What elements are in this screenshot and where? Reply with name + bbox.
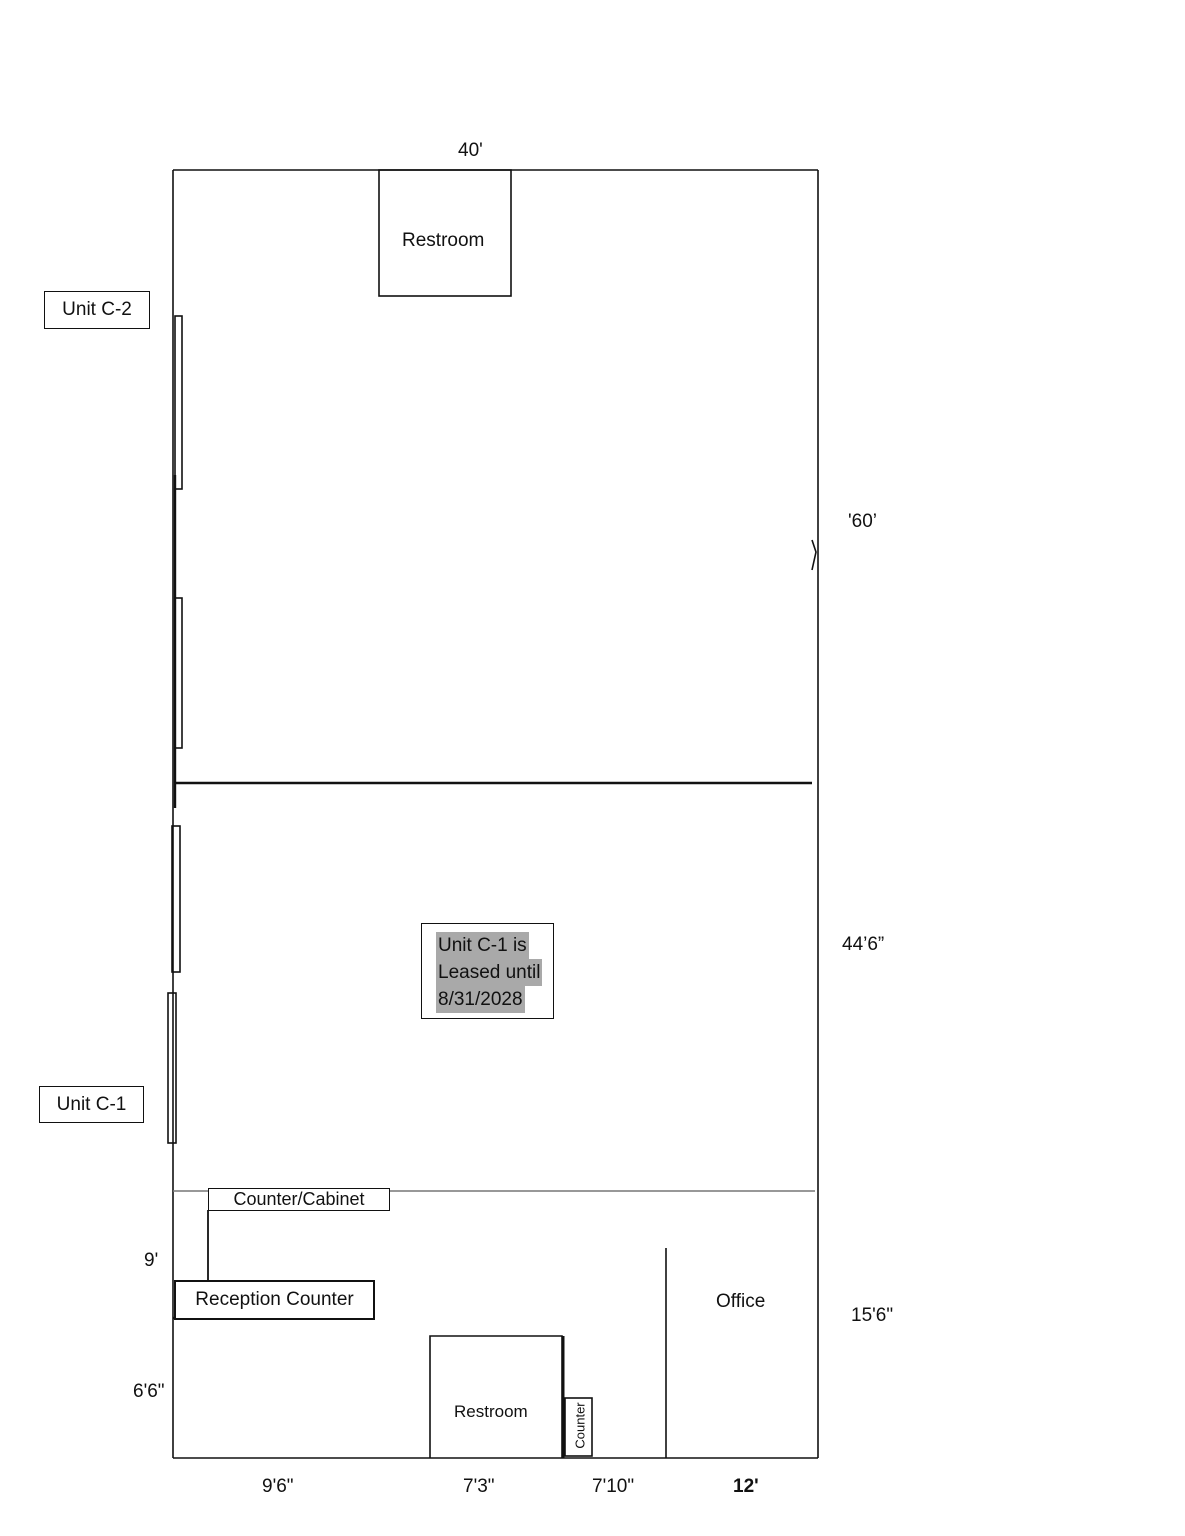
dimension-lower-height: 15'6" bbox=[851, 1305, 894, 1326]
unit-c1-text: Unit C-1 bbox=[56, 1093, 127, 1115]
counter-cabinet: Counter/Cabinet bbox=[208, 1188, 390, 1211]
dimension-bottom-1: 9'6" bbox=[262, 1476, 294, 1497]
lease-note-line-2: Leased until bbox=[436, 959, 543, 986]
dimension-middle-height: 44’6” bbox=[842, 934, 885, 955]
counter-label: Counter bbox=[572, 1402, 588, 1449]
unit-c1-label: Unit C-1 bbox=[39, 1086, 144, 1123]
right-wall-door-mark bbox=[811, 539, 817, 571]
lease-note: Unit C-1 is Leased until 8/31/2028 bbox=[421, 923, 554, 1019]
dimension-upper-height: '60’ bbox=[848, 511, 877, 532]
window-3 bbox=[171, 825, 181, 973]
lease-note-line-1: Unit C-1 is bbox=[436, 932, 529, 959]
dimension-left-upper: 9' bbox=[144, 1250, 159, 1271]
restroom-bottom-label: Restroom bbox=[454, 1402, 528, 1421]
reception-counter-text: Reception Counter bbox=[195, 1289, 354, 1310]
counter-cabinet-text: Counter/Cabinet bbox=[233, 1189, 365, 1209]
dimension-bottom-3: 7'10" bbox=[592, 1476, 635, 1497]
dimension-top-width: 40' bbox=[458, 140, 483, 161]
window-1 bbox=[174, 315, 183, 490]
dimension-bottom-2: 7'3" bbox=[463, 1476, 495, 1497]
counter-small-box bbox=[564, 1397, 593, 1457]
unit-c2-text: Unit C-2 bbox=[62, 299, 132, 320]
dimension-bottom-4: 12' bbox=[733, 1476, 759, 1497]
dimension-left-lower: 6'6" bbox=[133, 1381, 165, 1402]
restroom-top-label: Restroom bbox=[402, 230, 485, 251]
window-4 bbox=[167, 992, 177, 1144]
office-label: Office bbox=[716, 1291, 766, 1312]
lease-note-line-3: 8/31/2028 bbox=[436, 986, 525, 1013]
reception-counter: Reception Counter bbox=[174, 1280, 375, 1320]
restroom-top-walls bbox=[378, 169, 512, 297]
restroom-bottom-walls bbox=[429, 1335, 563, 1458]
unit-c2-label: Unit C-2 bbox=[44, 291, 150, 329]
